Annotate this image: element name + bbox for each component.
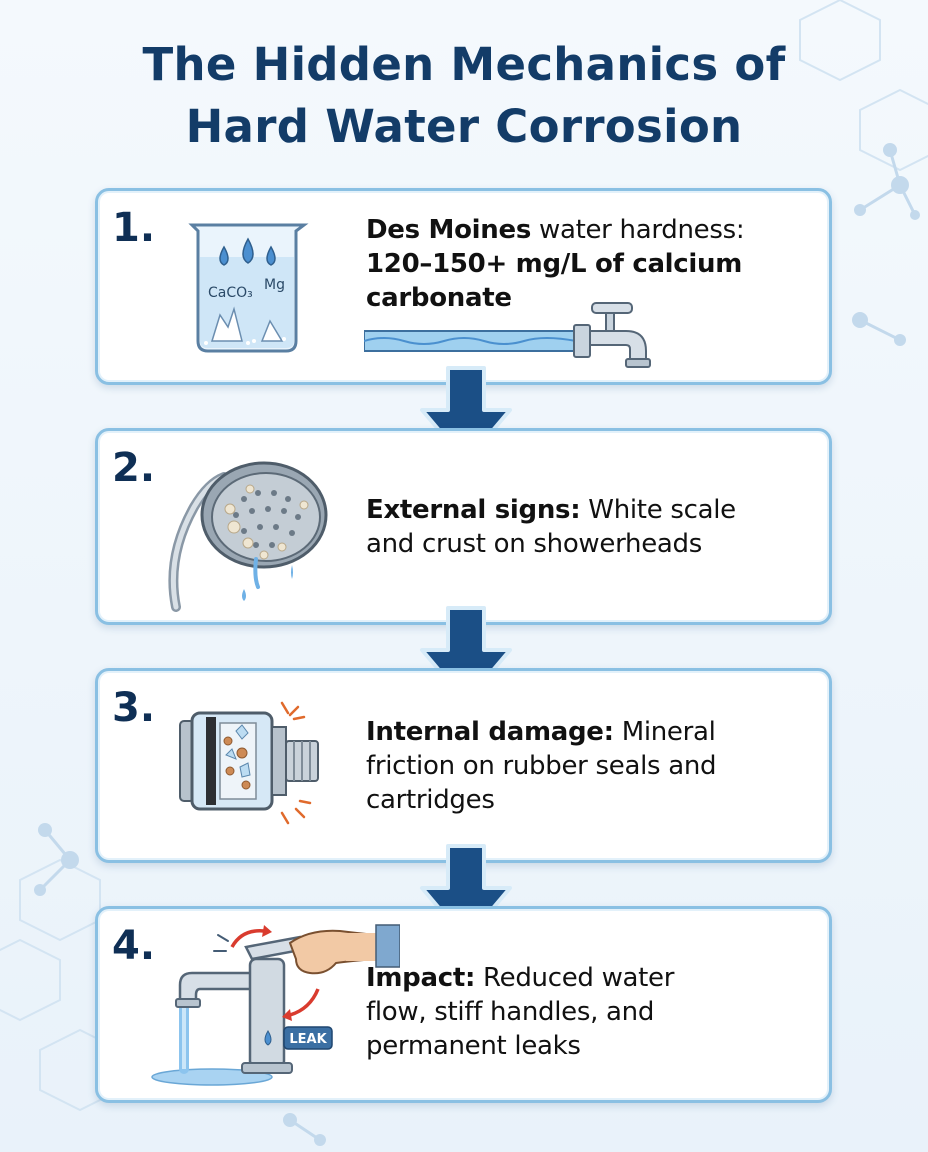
step-1-bold-intro: Des Moines [366, 215, 532, 245]
step-4-card: 4. LEAK Impact: Reduced water flow, stif… [95, 906, 832, 1103]
leaking-faucet-icon: LEAK [151, 924, 400, 1086]
step-4-number: 4. [112, 923, 156, 969]
step-2-line-2: and crust on showerheads [366, 529, 702, 559]
step-1-number: 1. [112, 205, 156, 251]
step-3-line-2: friction on rubber seals and [366, 751, 717, 781]
step-4-line-1-rest: Reduced water [475, 963, 675, 993]
leak-label: LEAK [289, 1032, 327, 1047]
caco3-label: CaCO₃ [208, 285, 253, 301]
mg-label: Mg [264, 277, 285, 293]
step-1-line-2: 120–150+ mg/L of calcium [366, 249, 743, 279]
step-2-bold-lead: External signs: [366, 495, 581, 525]
step-4-text: Impact: Reduced water flow, stiff handle… [366, 961, 807, 1063]
step-3-bold-lead: Internal damage: [366, 717, 614, 747]
step-3-card: 3. Internal damage: Mineral friction on … [95, 668, 832, 863]
step-1-card: 1. CaCO₃ Mg Des Moines water hardness: 1… [95, 188, 832, 385]
step-1-line-3: carbonate [366, 283, 512, 313]
beaker-minerals-icon: CaCO₃ Mg [188, 223, 309, 353]
step-4-bold-lead: Impact: [366, 963, 476, 993]
step-2-text: External signs: White scale and crust on… [366, 493, 807, 561]
title-line-1: The Hidden Mechanics of [142, 38, 786, 91]
step-3-line-1-rest: Mineral [613, 717, 716, 747]
title-line-2: Hard Water Corrosion [185, 100, 743, 153]
step-2-card: 2. External signs: White scale and crust… [95, 428, 832, 625]
step-4-line-3: permanent leaks [366, 1031, 581, 1061]
faucet-pipe-icon [364, 302, 651, 368]
step-1-line-1-rest: water hardness: [531, 215, 745, 245]
step-2-number: 2. [112, 445, 156, 491]
step-1-text: Des Moines water hardness: 120–150+ mg/L… [366, 213, 807, 315]
step-3-number: 3. [112, 685, 156, 731]
cartridge-damage-icon [179, 701, 319, 825]
page-title: The Hidden Mechanics of Hard Water Corro… [0, 34, 928, 158]
step-3-line-3: cartridges [366, 785, 495, 815]
step-2-line-1-rest: White scale [580, 495, 736, 525]
showerhead-scale-icon [168, 461, 328, 612]
step-4-line-2: flow, stiff handles, and [366, 997, 655, 1027]
step-3-text: Internal damage: Mineral friction on rub… [366, 715, 807, 817]
